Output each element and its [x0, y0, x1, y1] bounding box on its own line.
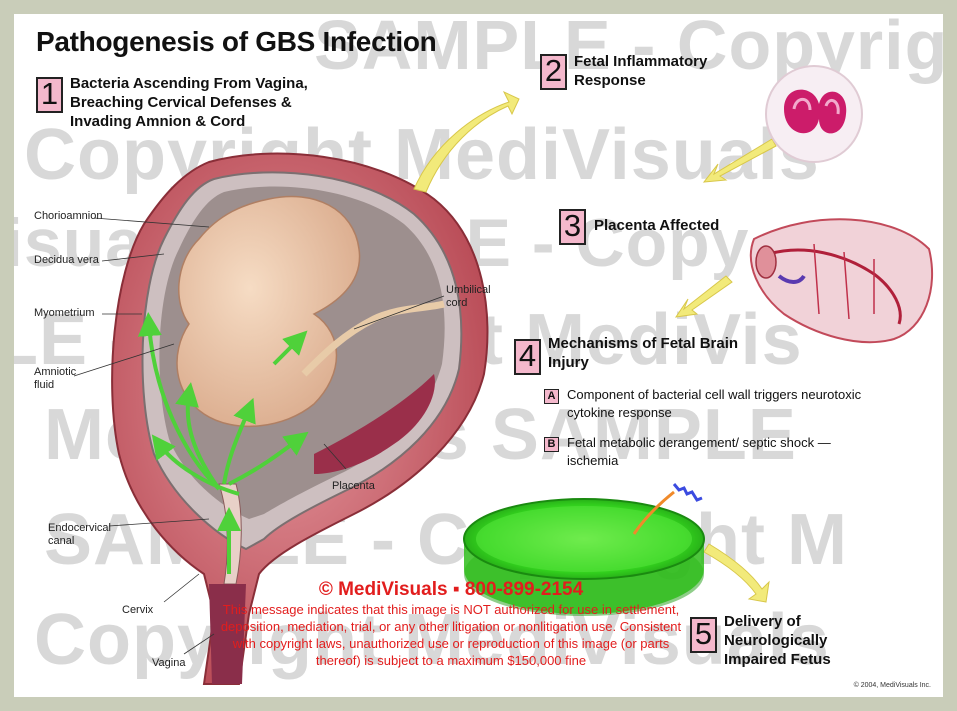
mechanism-letter-badge: B: [544, 437, 559, 452]
copyright-notice: © MediVisuals ▪ 800-899-2154 This messag…: [211, 579, 691, 669]
copyright-line: © 2004, MediVisuals Inc.: [854, 682, 931, 689]
diagram-title: Pathogenesis of GBS Infection: [36, 26, 436, 58]
step-number-badge: 5: [690, 617, 717, 653]
placenta-section-illustration: [751, 219, 932, 342]
step-description: Delivery of Neurologically Impaired Fetu…: [724, 612, 874, 669]
illustration-panel: SAMPLE - Copyright M Copyright MediVisua…: [14, 14, 943, 697]
notice-headline: © MediVisuals ▪ 800-899-2154: [211, 579, 691, 601]
anatomy-label-placenta: Placenta: [332, 480, 375, 493]
step-description: Fetal Inflammatory Response: [574, 52, 754, 90]
mechanism-description: Component of bacterial cell wall trigger…: [567, 386, 867, 422]
white-blood-cell-illustration: [766, 66, 862, 162]
notice-body: This message indicates that this image i…: [211, 601, 691, 669]
anatomy-label-amniotic-fluid: Amniotic fluid: [34, 366, 94, 392]
anatomy-label-decidua: Decidua vera: [34, 254, 99, 267]
step-description: Placenta Affected: [594, 216, 774, 235]
mechanism-description: Fetal metabolic derangement/ septic shoc…: [567, 434, 867, 470]
step-number-badge: 3: [559, 209, 586, 245]
step-number-badge: 4: [514, 339, 541, 375]
step-number-badge: 2: [540, 54, 567, 90]
anatomy-label-endocervical-canal: Endocervical canal: [48, 522, 118, 548]
step-description: Mechanisms of Fetal Brain Injury: [548, 334, 748, 372]
anatomy-label-chorioamnion: Chorioamnion: [34, 210, 102, 223]
step-description: Bacteria Ascending From Vagina, Breachin…: [70, 74, 320, 131]
mechanism-letter-badge: A: [544, 389, 559, 404]
step-number-badge: 1: [36, 77, 63, 113]
anatomy-label-cervix: Cervix: [122, 604, 153, 617]
anatomy-label-myometrium: Myometrium: [34, 307, 95, 320]
anatomy-label-vagina: Vagina: [152, 657, 185, 670]
anatomy-label-umbilical-cord: Umbilical cord: [446, 284, 506, 310]
